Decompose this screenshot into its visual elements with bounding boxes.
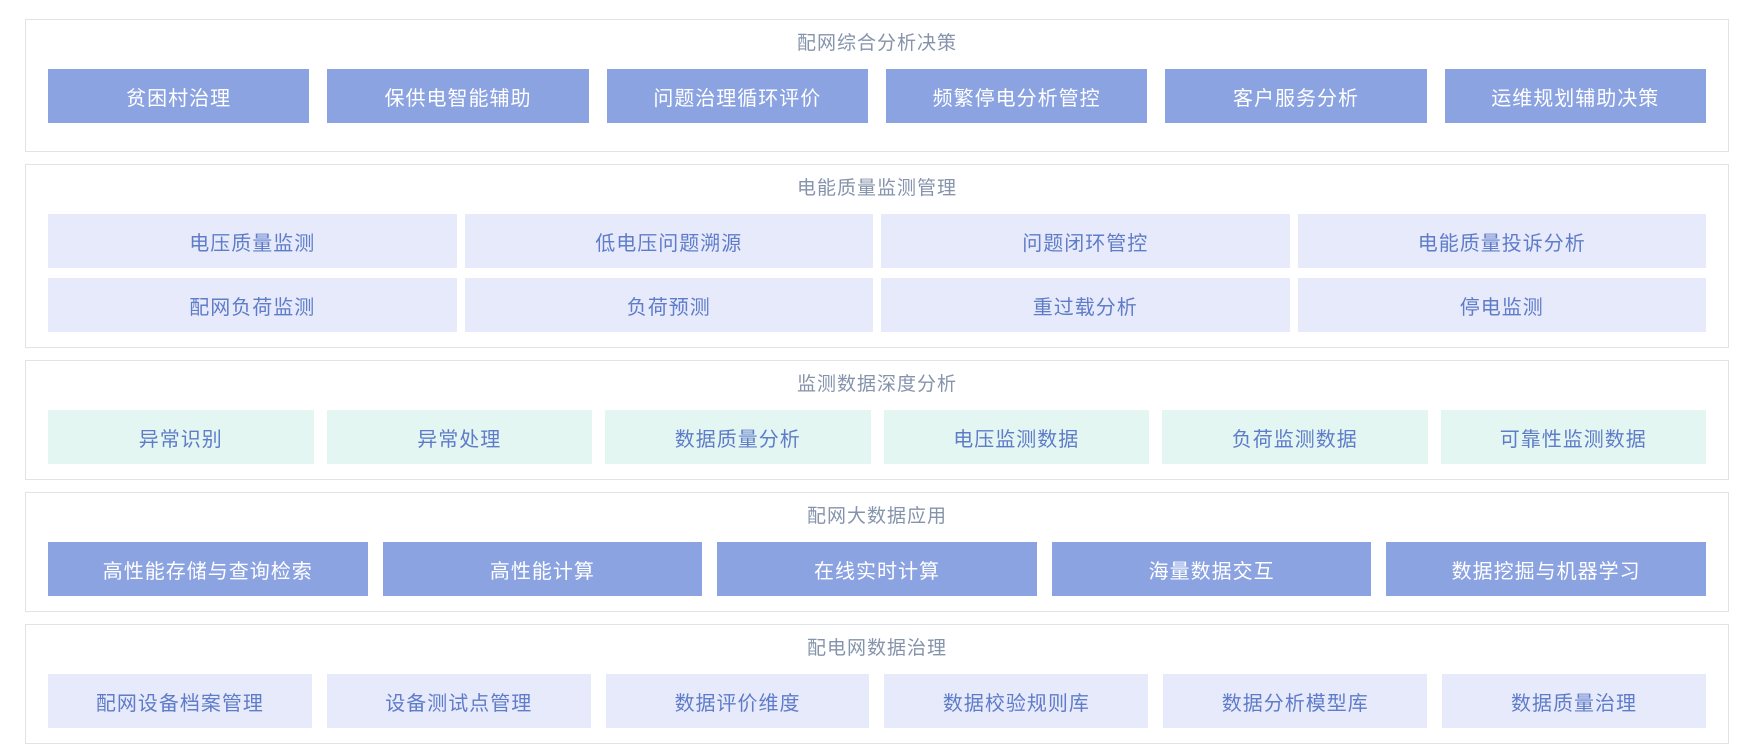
- section-title: 配网综合分析决策: [796, 33, 957, 54]
- tile-row: 电压质量监测低电压问题溯源问题闭环管控电能质量投诉分析: [48, 214, 1706, 268]
- module-tile[interactable]: 问题闭环管控: [881, 214, 1290, 268]
- module-tile[interactable]: 高性能计算: [382, 542, 703, 596]
- module-tile[interactable]: 电压质量监测: [48, 214, 457, 268]
- module-tile[interactable]: 电能质量投诉分析: [1297, 214, 1706, 268]
- module-tile[interactable]: 异常识别: [48, 410, 314, 464]
- tile-row: 贫困村治理保供电智能辅助问题治理循环评价频繁停电分析管控客户服务分析运维规划辅助…: [48, 69, 1706, 123]
- module-tile[interactable]: 频繁停电分析管控: [885, 69, 1148, 123]
- module-tile[interactable]: 数据挖掘与机器学习: [1386, 542, 1706, 596]
- module-tile[interactable]: 保供电智能辅助: [327, 69, 589, 123]
- module-tile[interactable]: 负荷预测: [464, 278, 873, 332]
- module-tile[interactable]: 重过载分析: [881, 278, 1290, 332]
- module-tile[interactable]: 配网负荷监测: [48, 278, 457, 332]
- module-tile[interactable]: 高性能存储与查询检索: [48, 542, 368, 596]
- module-tile[interactable]: 在线实时计算: [717, 542, 1037, 596]
- module-tile[interactable]: 配网设备档案管理: [48, 674, 312, 728]
- module-tile[interactable]: 问题治理循环评价: [606, 69, 868, 123]
- tile-row: 高性能存储与查询检索高性能计算在线实时计算海量数据交互数据挖掘与机器学习: [48, 542, 1706, 596]
- module-tile[interactable]: 数据质量治理: [1442, 674, 1706, 728]
- module-tile[interactable]: 数据分析模型库: [1163, 674, 1428, 728]
- section-title: 配电网数据治理: [806, 638, 947, 659]
- module-tile[interactable]: 数据质量分析: [605, 410, 871, 464]
- section-title: 电能质量监测管理: [796, 178, 957, 199]
- module-tile[interactable]: 运维规划辅助决策: [1444, 69, 1706, 123]
- section-title: 监测数据深度分析: [796, 374, 957, 395]
- module-tile[interactable]: 数据评价维度: [605, 674, 870, 728]
- module-tile[interactable]: 负荷监测数据: [1162, 410, 1428, 464]
- module-tile[interactable]: 海量数据交互: [1051, 542, 1372, 596]
- module-tile[interactable]: 异常处理: [326, 410, 592, 464]
- section-title: 配网大数据应用: [806, 506, 947, 527]
- tile-row: 异常识别异常处理数据质量分析电压监测数据负荷监测数据可靠性监测数据: [48, 410, 1706, 464]
- module-tile[interactable]: 电压监测数据: [883, 410, 1149, 464]
- tile-row: 配网设备档案管理设备测试点管理数据评价维度数据校验规则库数据分析模型库数据质量治…: [48, 674, 1706, 728]
- section-panel-monitoring-data-deep-analysis: 监测数据深度分析异常识别异常处理数据质量分析电压监测数据负荷监测数据可靠性监测数…: [25, 360, 1729, 480]
- module-tile[interactable]: 数据校验规则库: [884, 674, 1149, 728]
- module-tile[interactable]: 可靠性监测数据: [1440, 410, 1706, 464]
- section-panel-comprehensive-analysis-decision: 配网综合分析决策贫困村治理保供电智能辅助问题治理循环评价频繁停电分析管控客户服务…: [25, 19, 1729, 152]
- section-panel-data-governance: 配电网数据治理配网设备档案管理设备测试点管理数据评价维度数据校验规则库数据分析模…: [25, 624, 1729, 744]
- module-tile[interactable]: 设备测试点管理: [326, 674, 591, 728]
- module-tile[interactable]: 贫困村治理: [48, 69, 310, 123]
- tile-row: 配网负荷监测负荷预测重过载分析停电监测: [48, 278, 1706, 332]
- module-tile[interactable]: 低电压问题溯源: [464, 214, 873, 268]
- section-panel-power-quality-monitoring: 电能质量监测管理电压质量监测低电压问题溯源问题闭环管控电能质量投诉分析配网负荷监…: [25, 164, 1729, 348]
- module-tile[interactable]: 停电监测: [1297, 278, 1706, 332]
- section-panel-big-data-application: 配网大数据应用高性能存储与查询检索高性能计算在线实时计算海量数据交互数据挖掘与机…: [25, 492, 1729, 612]
- module-tile[interactable]: 客户服务分析: [1165, 69, 1427, 123]
